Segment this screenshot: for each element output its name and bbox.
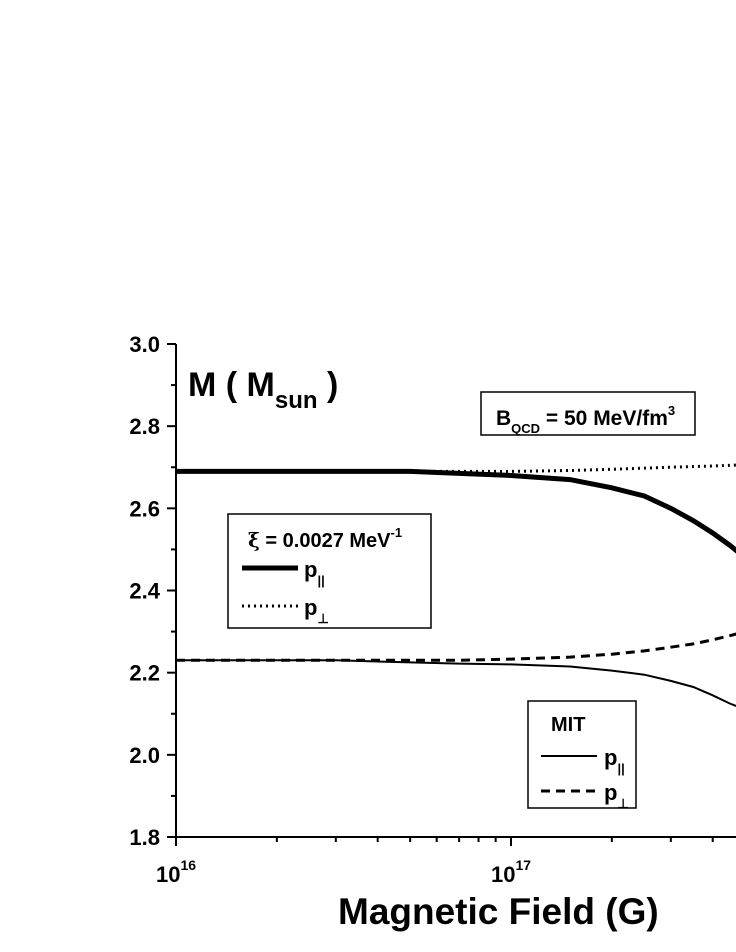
legend-xi-label: p|| (304, 557, 325, 588)
legend-xi-box (227, 513, 432, 629)
y-tick-label: 2.2 (129, 661, 160, 686)
y-axis-label: M ( Msun ) (188, 366, 338, 414)
legend-mit-title: MIT (551, 714, 585, 736)
x-tick-label: 1016 (156, 857, 196, 887)
legend-mit-label: p⊥ (604, 780, 629, 811)
annotation-box (480, 391, 696, 436)
labels: M ( Msun ) Magnetic Field (G) BQCD = 50 Me… (188, 366, 696, 932)
x-axis-label: Magnetic Field (G) (338, 891, 659, 932)
legend-mit-label: p|| (604, 745, 625, 776)
y-tick-label: 2.0 (129, 743, 160, 768)
y-tick-label: 2.6 (129, 496, 160, 521)
y-tick-label: 2.8 (129, 414, 160, 439)
legend-xi-title: ξ = 0.0027 MeV-1 (248, 525, 402, 552)
bqcd-annotation: BQCD = 50 MeV/fm3 (496, 403, 675, 436)
legend-xi-label: p⊥ (304, 595, 329, 626)
series-mit-thin (176, 659, 736, 708)
x-tick-label: 1017 (491, 857, 531, 887)
y-tick-label: 3.0 (129, 332, 160, 357)
series-layer (176, 463, 736, 708)
series-mit-dashed (176, 632, 736, 662)
axes: 1.8 2.0 2.2 2.4 2.6 2.8 3.0 1016 1017 (129, 332, 736, 887)
series-xi-dotted (176, 463, 736, 473)
y-tick-label: 1.8 (129, 825, 160, 850)
series-xi-thick (176, 468, 736, 554)
y-tick-label: 2.4 (129, 579, 160, 604)
